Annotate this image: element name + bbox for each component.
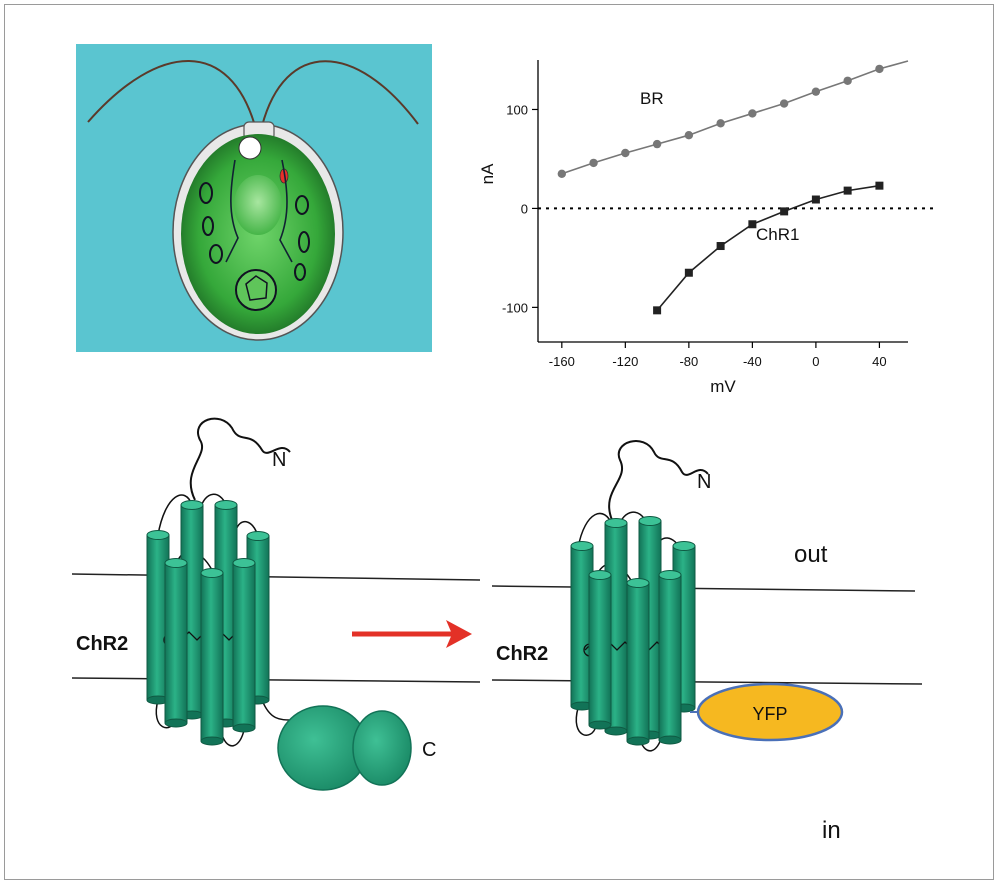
- data-point-br: [843, 76, 852, 85]
- left-intracellular-loop-2: [221, 729, 245, 747]
- starch-grains: [199, 182, 310, 281]
- right-membrane-outer: [491, 585, 916, 592]
- right-membrane-inner: [491, 679, 923, 685]
- chart-series: [557, 60, 909, 315]
- left-chr2-label: ChR2: [76, 633, 128, 655]
- transmembrane-helix: [658, 570, 682, 745]
- left-n-terminal-loop: [189, 417, 291, 501]
- y-tick-label: 100: [506, 102, 528, 117]
- x-tick-label: 40: [872, 354, 886, 369]
- data-point-br: [621, 148, 630, 158]
- left-membrane-inner: [71, 677, 481, 683]
- inside-label: in: [822, 817, 841, 844]
- data-point-chr1: [684, 268, 693, 277]
- y-ticks: -100 0 100: [502, 102, 538, 315]
- transmembrane-helix: [626, 578, 650, 746]
- left-extracellular-loop: [157, 494, 193, 536]
- data-point-br: [811, 87, 821, 96]
- series-line-br: [561, 60, 909, 175]
- series-label-br: BR: [640, 89, 664, 108]
- x-tick-label: -80: [679, 354, 698, 369]
- data-point-br: [557, 169, 567, 178]
- series-line-chr1: [656, 184, 880, 311]
- left-c-terminus-label: C: [422, 739, 436, 761]
- iv-chart: -160 -120 -80 -40 0 40 -100 0 100 mV nA BR ChR1: [478, 60, 935, 396]
- right-chr2-label: ChR2: [496, 643, 548, 665]
- transition-arrow: [352, 620, 472, 648]
- data-point-chr1: [748, 220, 757, 229]
- right-n-terminal-loop: [608, 440, 709, 521]
- data-point-chr1: [811, 195, 820, 204]
- right-intracellular-loop-1: [575, 707, 597, 736]
- left-helices-front: [164, 558, 256, 746]
- data-point-chr1: [780, 207, 789, 216]
- c-terminal-domain-2: [352, 710, 412, 786]
- data-point-br: [779, 99, 789, 108]
- data-point-br: [748, 109, 757, 118]
- data-point-chr1: [875, 181, 884, 190]
- nucleus: [234, 175, 282, 235]
- arrow-head: [446, 620, 472, 648]
- data-point-br: [716, 119, 725, 128]
- membrane-diagram: ChR2 N C: [71, 417, 923, 844]
- data-point-br: [652, 139, 662, 149]
- chlamydomonas-illustration: [76, 44, 432, 352]
- left-flagellum: [87, 60, 256, 127]
- pyrenoid-starch: [245, 275, 268, 301]
- chloroplast-cup-lines: [225, 159, 293, 263]
- y-tick-label: 0: [521, 201, 528, 216]
- yfp-label: YFP: [752, 704, 787, 724]
- series-label-chr1: ChR1: [756, 225, 799, 244]
- x-tick-label: -120: [612, 354, 638, 369]
- left-membrane-outer: [71, 573, 481, 581]
- data-point-chr1: [653, 306, 662, 315]
- data-point-chr1: [843, 186, 852, 195]
- left-n-terminus-label: N: [272, 449, 286, 471]
- right-flagellum: [261, 60, 419, 127]
- data-point-br: [589, 158, 598, 168]
- x-tick-label: 0: [812, 354, 819, 369]
- transmembrane-helix: [232, 558, 256, 733]
- transmembrane-helix: [164, 558, 188, 728]
- contractile-vacuole: [238, 136, 262, 160]
- x-tick-label: -40: [743, 354, 762, 369]
- transmembrane-helix: [200, 568, 224, 746]
- data-point-br: [684, 131, 694, 140]
- left-chr2-protein: [146, 417, 412, 791]
- transmembrane-helix: [588, 570, 612, 730]
- right-chr2-protein: [570, 440, 844, 752]
- x-tick-label: -160: [549, 354, 575, 369]
- y-tick-label: -100: [502, 300, 528, 315]
- x-ticks: -160 -120 -80 -40 0 40: [549, 342, 887, 369]
- figure-frame: [4, 4, 994, 880]
- outside-label: out: [794, 541, 828, 568]
- data-point-br: [875, 64, 884, 74]
- data-point-chr1: [716, 242, 725, 251]
- y-axis-label: nA: [478, 163, 497, 184]
- right-n-terminus-label: N: [697, 471, 711, 493]
- x-axis-label: mV: [710, 377, 736, 396]
- pyrenoid: [235, 269, 277, 311]
- right-helices-front: [588, 570, 682, 746]
